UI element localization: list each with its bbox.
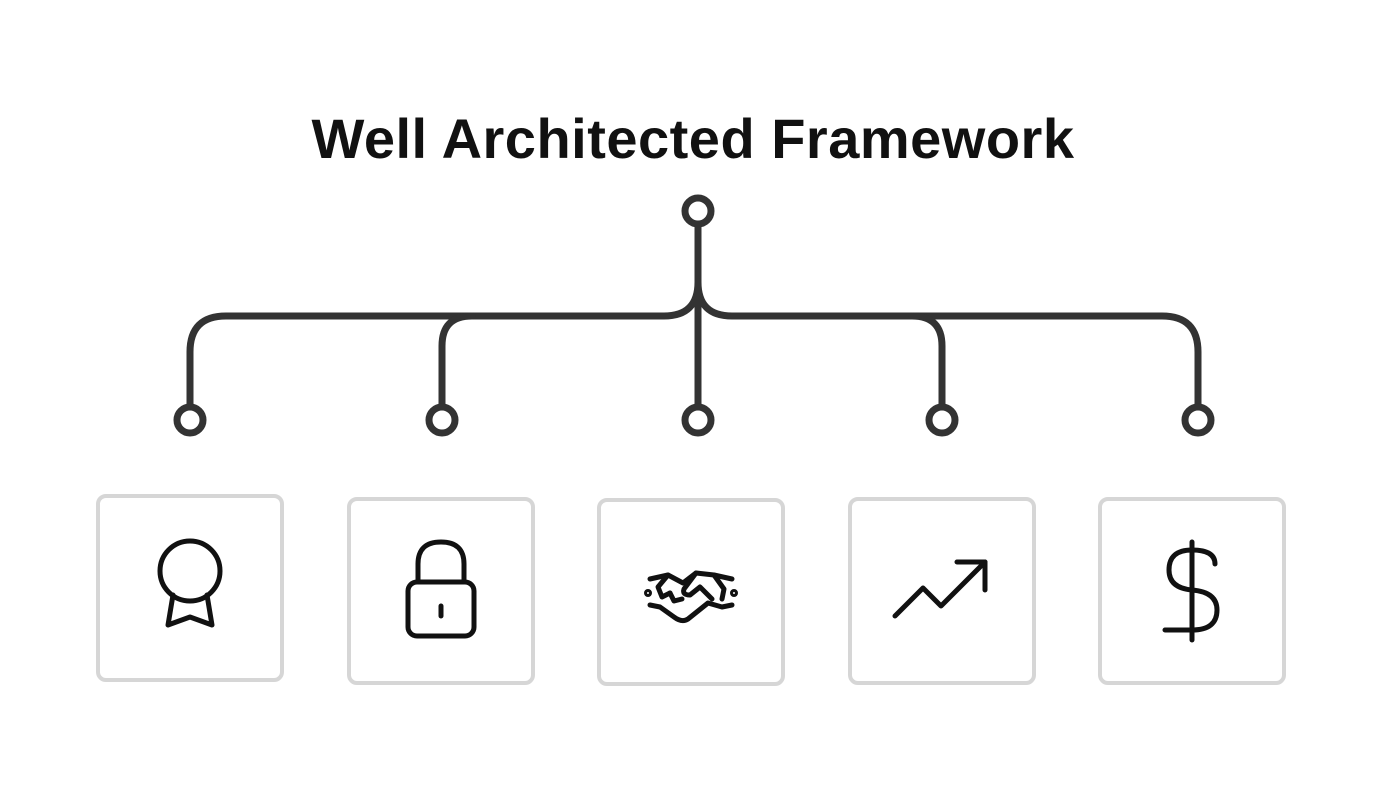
padlock-icon xyxy=(405,539,477,639)
leaf-node-2 xyxy=(425,403,459,437)
pillar-card-2 xyxy=(347,497,535,685)
dollar-sign-icon xyxy=(1162,539,1220,643)
diagram-title: Well Architected Framework xyxy=(311,107,1075,170)
branch-4 xyxy=(908,312,946,414)
branch-bar xyxy=(186,278,702,414)
leaf-node-1 xyxy=(173,403,207,437)
pillar-card-3 xyxy=(597,498,785,686)
pillar-card-4 xyxy=(848,497,1036,685)
root-node xyxy=(681,194,715,228)
pillar-card-1 xyxy=(96,494,284,682)
leaf-node-5 xyxy=(1181,403,1215,437)
handshake-icon xyxy=(644,570,738,624)
branch-bar-right xyxy=(694,278,1202,414)
award-ribbon-icon xyxy=(157,538,223,628)
pillar-card-5 xyxy=(1098,497,1286,685)
leaf-node-3 xyxy=(681,403,715,437)
trending-up-icon xyxy=(892,559,988,619)
leaf-node-4 xyxy=(925,403,959,437)
branch-2 xyxy=(438,312,476,414)
